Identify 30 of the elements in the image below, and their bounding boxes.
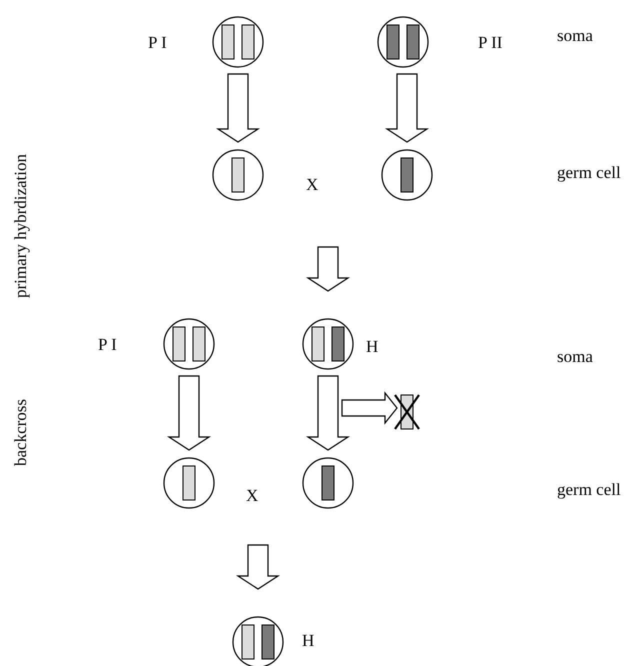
cell-drawing <box>162 456 216 510</box>
cross-sign: X <box>306 176 318 193</box>
crossed-out-chromosome-drawing <box>392 392 422 432</box>
cell-drawing <box>301 456 355 510</box>
block-arrow <box>306 375 350 451</box>
cell-drawing <box>162 317 216 371</box>
section-label: primary hybrdization <box>12 154 29 298</box>
block-arrow <box>341 391 398 425</box>
cross-sign: X <box>246 487 258 504</box>
block-arrow <box>306 246 350 292</box>
row-label: soma <box>557 348 593 365</box>
block-arrow <box>216 73 260 143</box>
block-arrow <box>236 544 280 590</box>
row-label: germ cell <box>557 164 621 181</box>
cell-drawing <box>231 615 285 666</box>
cell-label: P I <box>148 34 167 51</box>
cell-label: H <box>302 632 314 649</box>
row-label: soma <box>557 27 593 44</box>
cell-label: P I <box>98 336 117 353</box>
cell-drawing <box>211 15 265 69</box>
cell-drawing <box>301 317 355 371</box>
cell-drawing <box>211 148 265 202</box>
cell-drawing <box>376 15 430 69</box>
cell-label: H <box>366 338 378 355</box>
row-label: germ cell <box>557 481 621 498</box>
section-label: backcross <box>12 398 29 466</box>
cell-label: P II <box>478 34 502 51</box>
cell-drawing <box>380 148 434 202</box>
block-arrow <box>166 375 212 451</box>
block-arrow <box>384 73 430 143</box>
